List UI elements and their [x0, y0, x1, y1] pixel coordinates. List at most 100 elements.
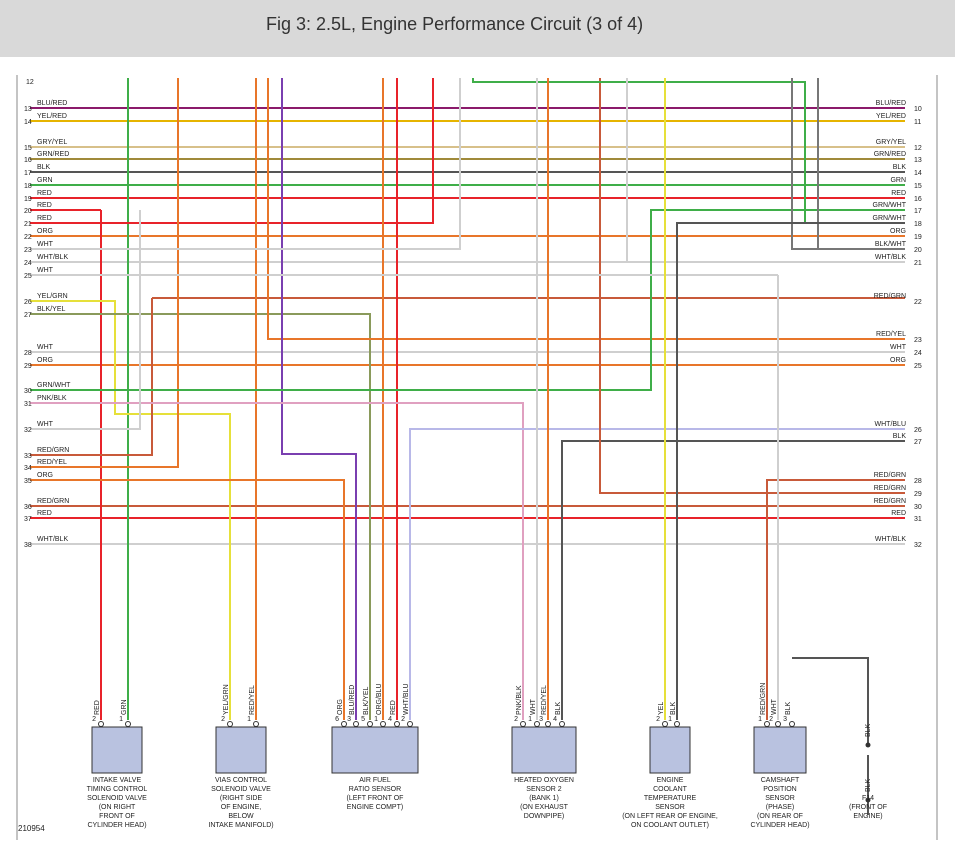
row-num-right: 26 [914, 427, 922, 434]
row-num-right: 20 [914, 247, 922, 254]
wire [30, 78, 179, 468]
pin-wire-label: BLK/YEL [363, 686, 370, 715]
pin-number: 1 [528, 716, 532, 723]
row-num-right: 16 [914, 196, 922, 203]
wire [30, 209, 905, 391]
pin-number: 1 [119, 716, 123, 723]
component-label: DOWNPIPE) [524, 813, 564, 820]
component-label: AIR FUEL [359, 777, 391, 784]
component-label: SENSOR 2 [526, 786, 562, 793]
component-label: HEATED OXYGEN [514, 777, 574, 784]
component-label: INTAKE MANIFOLD) [208, 822, 273, 829]
pin [394, 721, 400, 727]
row-num-left: 34 [24, 465, 32, 472]
row-num-left: 22 [24, 234, 32, 241]
wire [281, 78, 357, 720]
row-num-right: 31 [914, 516, 922, 523]
row-num-right: 23 [914, 337, 922, 344]
wire [409, 428, 905, 720]
pin-number: 2 [221, 716, 225, 723]
component-label: CAMSHAFT [761, 777, 800, 784]
row-label-right: GRN/WHT [873, 202, 907, 209]
wire [30, 298, 153, 456]
component-label: SENSOR [765, 795, 795, 802]
row-label-left: RED/YEL [37, 459, 67, 466]
pin-wire-label: BLK [865, 723, 872, 737]
row-num-left: 12 [26, 79, 34, 86]
pin-wire-label: YEL/GRN [223, 684, 230, 715]
row-num-left: 26 [24, 299, 32, 306]
row-label-left: BLU/RED [37, 100, 67, 107]
diagram-frame [16, 75, 938, 840]
row-label-right: BLU/RED [876, 100, 906, 107]
row-label-right: RED/GRN [874, 498, 906, 505]
pin-wire-label: RED [94, 700, 101, 715]
row-label-right: RED [891, 510, 906, 517]
pin [227, 721, 233, 727]
component-label: F14 [862, 795, 874, 802]
row-num-right: 27 [914, 439, 922, 446]
wire [792, 657, 869, 745]
pin [520, 721, 526, 727]
row-num-left: 30 [24, 388, 32, 395]
row-num-left: 13 [24, 106, 32, 113]
wire [30, 210, 141, 430]
component-label: COOLANT [653, 786, 688, 793]
pin-number: 5 [361, 716, 365, 723]
pin-wire-label: GRN [121, 699, 128, 715]
pin [407, 721, 413, 727]
component-label: BELOW [228, 813, 254, 820]
row-label-right: ORG [890, 357, 906, 364]
component-label: SOLENOID VALVE [211, 786, 271, 793]
pin [367, 721, 373, 727]
row-label-right: GRY/YEL [876, 139, 906, 146]
pin-wire-label: BLK [555, 701, 562, 715]
row-label-right: WHT [890, 344, 907, 351]
row-num-left: 18 [24, 183, 32, 190]
component-body [511, 726, 577, 774]
row-label-left: RED [37, 510, 52, 517]
connector-labels: 1213BLU/RED14YEL/RED15GRY/YEL16GRN/RED17… [24, 79, 922, 549]
pin-wire-label: RED/YEL [249, 685, 256, 715]
row-label-right: GRN [890, 177, 906, 184]
row-label-left: YEL/GRN [37, 293, 68, 300]
pin [674, 721, 680, 727]
row-num-left: 17 [24, 170, 32, 177]
row-num-left: 33 [24, 453, 32, 460]
component-label: (ON EXHAUST [520, 804, 569, 811]
row-label-left: GRY/YEL [37, 139, 67, 146]
row-num-left: 16 [24, 157, 32, 164]
pin-number: 1 [374, 716, 378, 723]
row-num-left: 38 [24, 542, 32, 549]
pin [253, 721, 259, 727]
row-num-right: 32 [914, 542, 922, 549]
row-label-left: ORG [37, 357, 53, 364]
pin-wire-label: RED/GRN [760, 683, 767, 715]
component-label: RATIO SENSOR [349, 786, 401, 793]
row-label-left: WHT [37, 267, 54, 274]
row-num-right: 15 [914, 183, 922, 190]
pin-number: 1 [758, 716, 762, 723]
pin-wire-label: BLK [865, 778, 872, 792]
component-label: (PHASE) [766, 804, 794, 811]
pin-number: 2 [401, 716, 405, 723]
row-num-left: 15 [24, 145, 32, 152]
row-label-right: YEL/RED [876, 113, 906, 120]
component-label: ENGINE [657, 777, 684, 784]
wire [267, 78, 905, 340]
figure-header: Fig 3: 2.5L, Engine Performance Circuit … [0, 0, 955, 57]
row-label-right: BLK [893, 433, 907, 440]
row-num-right: 13 [914, 157, 922, 164]
component-cmp: 1RED/GRN2WHT3BLKCAMSHAFTPOSITIONSENSOR(P… [750, 683, 809, 829]
component-label: POSITION [763, 786, 796, 793]
pin-number: 4 [553, 716, 557, 723]
component-body [753, 726, 807, 774]
wire [30, 78, 434, 224]
row-label-right: ORG [890, 228, 906, 235]
row-label-right: RED [891, 190, 906, 197]
ground-pin [865, 742, 871, 748]
component-label: (BANK 1) [529, 795, 559, 802]
pin-wire-label: WHT [771, 698, 778, 715]
component-label: (ON REAR OF [757, 813, 803, 820]
